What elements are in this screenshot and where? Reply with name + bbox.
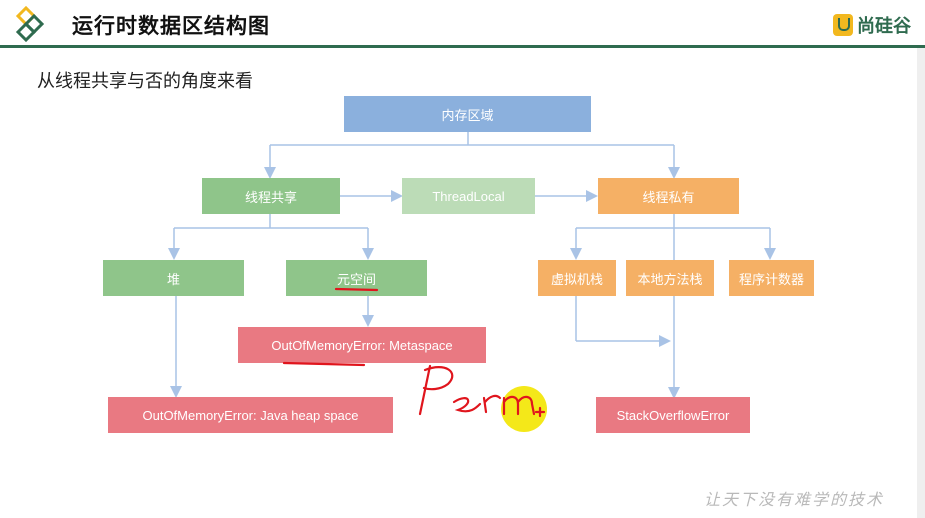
- watermark: 让天下没有难学的技术: [704, 490, 885, 509]
- node-pc-register: 程序计数器: [729, 260, 814, 296]
- brand-name: 尚硅谷: [857, 16, 911, 37]
- brand-logo: 尚硅谷: [833, 12, 911, 38]
- page-title: 运行时数据区结构图: [72, 14, 270, 38]
- node-heap: 堆: [103, 260, 244, 296]
- diamond-logo-icon: [15, 6, 45, 42]
- header-divider: [0, 45, 925, 48]
- slide-subtitle: 从线程共享与否的角度来看: [37, 71, 253, 92]
- node-oom-metaspace: OutOfMemoryError: Metaspace: [238, 327, 486, 363]
- node-vm-stack: 虚拟机栈: [538, 260, 616, 296]
- window-edge: [917, 48, 925, 518]
- node-oom-heap: OutOfMemoryError: Java heap space: [108, 397, 393, 433]
- node-thread-shared: 线程共享: [202, 178, 340, 214]
- node-memory-area: 内存区域: [344, 96, 591, 132]
- header-bar: 运行时数据区结构图 尚硅谷: [0, 0, 925, 46]
- brand-mark-icon: [833, 14, 853, 36]
- node-stackoverflow: StackOverflowError: [596, 397, 750, 433]
- node-threadlocal: ThreadLocal: [402, 178, 535, 214]
- handwriting-text: Perm: [420, 360, 421, 361]
- node-thread-private: 线程私有: [598, 178, 739, 214]
- node-native-stack: 本地方法栈: [626, 260, 714, 296]
